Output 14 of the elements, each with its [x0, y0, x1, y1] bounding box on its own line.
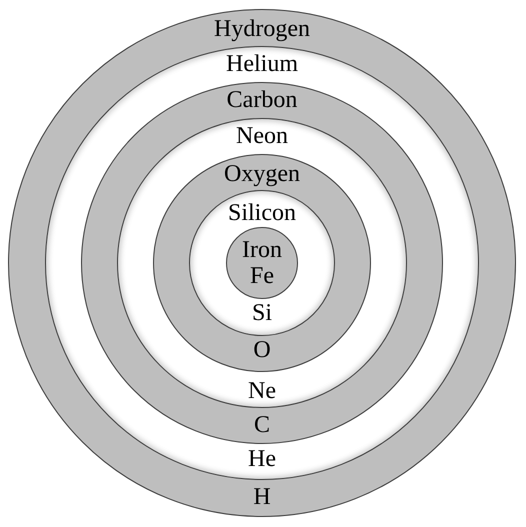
- element-symbol: C: [254, 413, 270, 437]
- element-symbol: Ne: [248, 379, 276, 403]
- element-symbol: O: [253, 338, 271, 362]
- element-symbol: H: [253, 484, 271, 508]
- layer-name: Iron: [242, 238, 282, 262]
- layer-name: Silicon: [228, 201, 296, 225]
- element-symbol: Fe: [250, 264, 274, 288]
- layer-name: Oxygen: [224, 162, 300, 186]
- element-symbol: He: [248, 446, 276, 470]
- layer-name: Hydrogen: [214, 17, 310, 41]
- element-symbol: Si: [252, 301, 272, 325]
- layer-name: Helium: [226, 52, 298, 76]
- layer-name: Neon: [236, 124, 288, 148]
- layer-name: Carbon: [226, 88, 298, 112]
